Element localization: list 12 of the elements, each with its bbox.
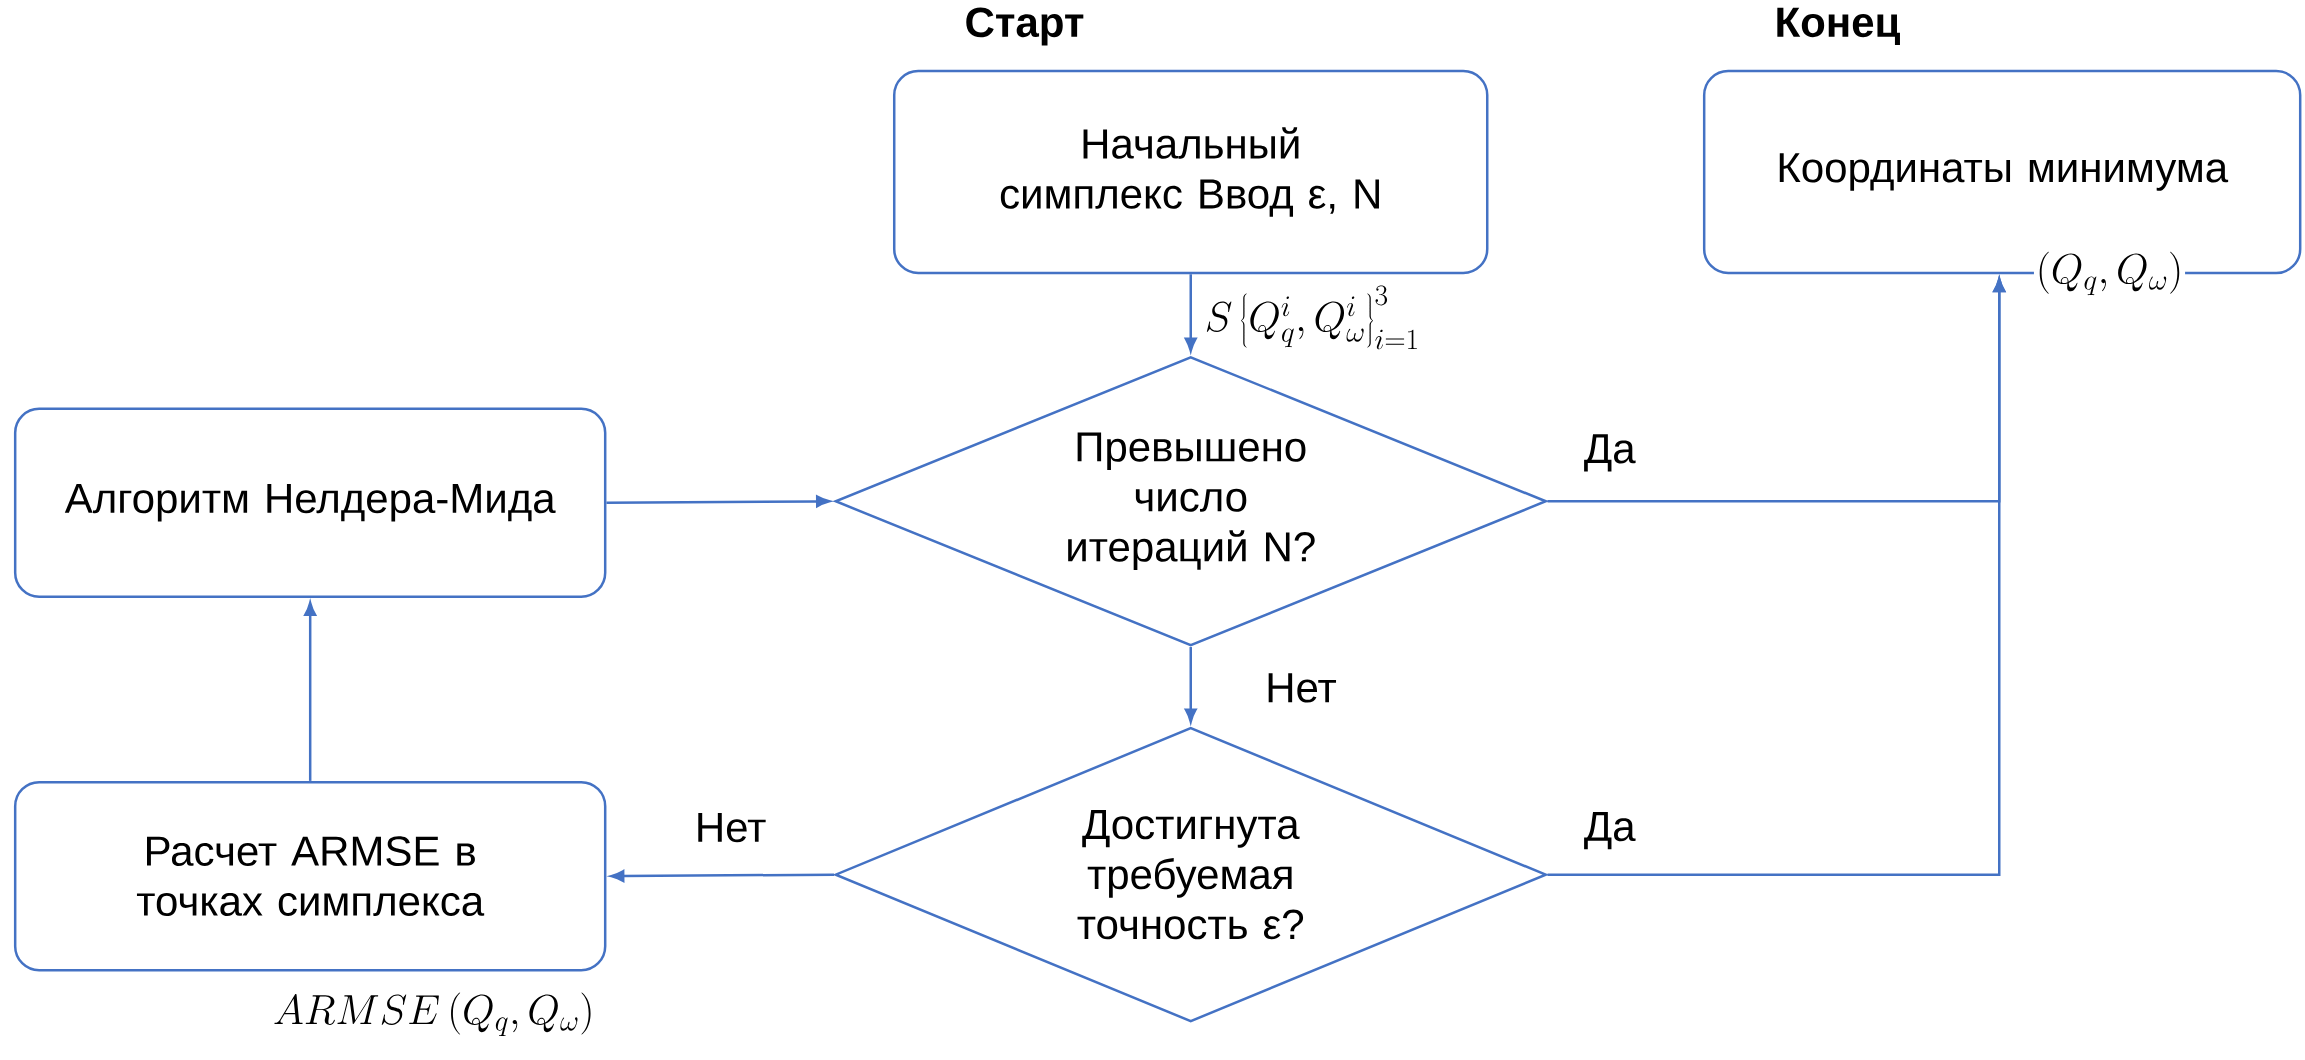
formula: $ARMSE\left(Q_q, Q_\omega\right)$ [274, 992, 591, 1037]
process-box: Начальный симплекс Ввод ε, N [893, 69, 1489, 275]
heading: Конец [1777, 7, 1900, 46]
arrow [304, 601, 317, 781]
process-box: Расчет ARMSE в точках симплекса [13, 780, 607, 972]
heading: Старт [966, 7, 1084, 46]
arrow [606, 495, 831, 508]
edge-label: Нет [692, 811, 769, 845]
edge-label: Нет [1263, 671, 1339, 705]
formula: $\left(Q_q, Q_\omega\right)$ [2033, 249, 2186, 298]
process-box: Алгоритм Нелдера-Мида [13, 407, 607, 599]
formula: $S\left\{Q_q^i, Q_\omega^i\right\}_{i=1}^{3}$ [1202, 284, 1422, 352]
